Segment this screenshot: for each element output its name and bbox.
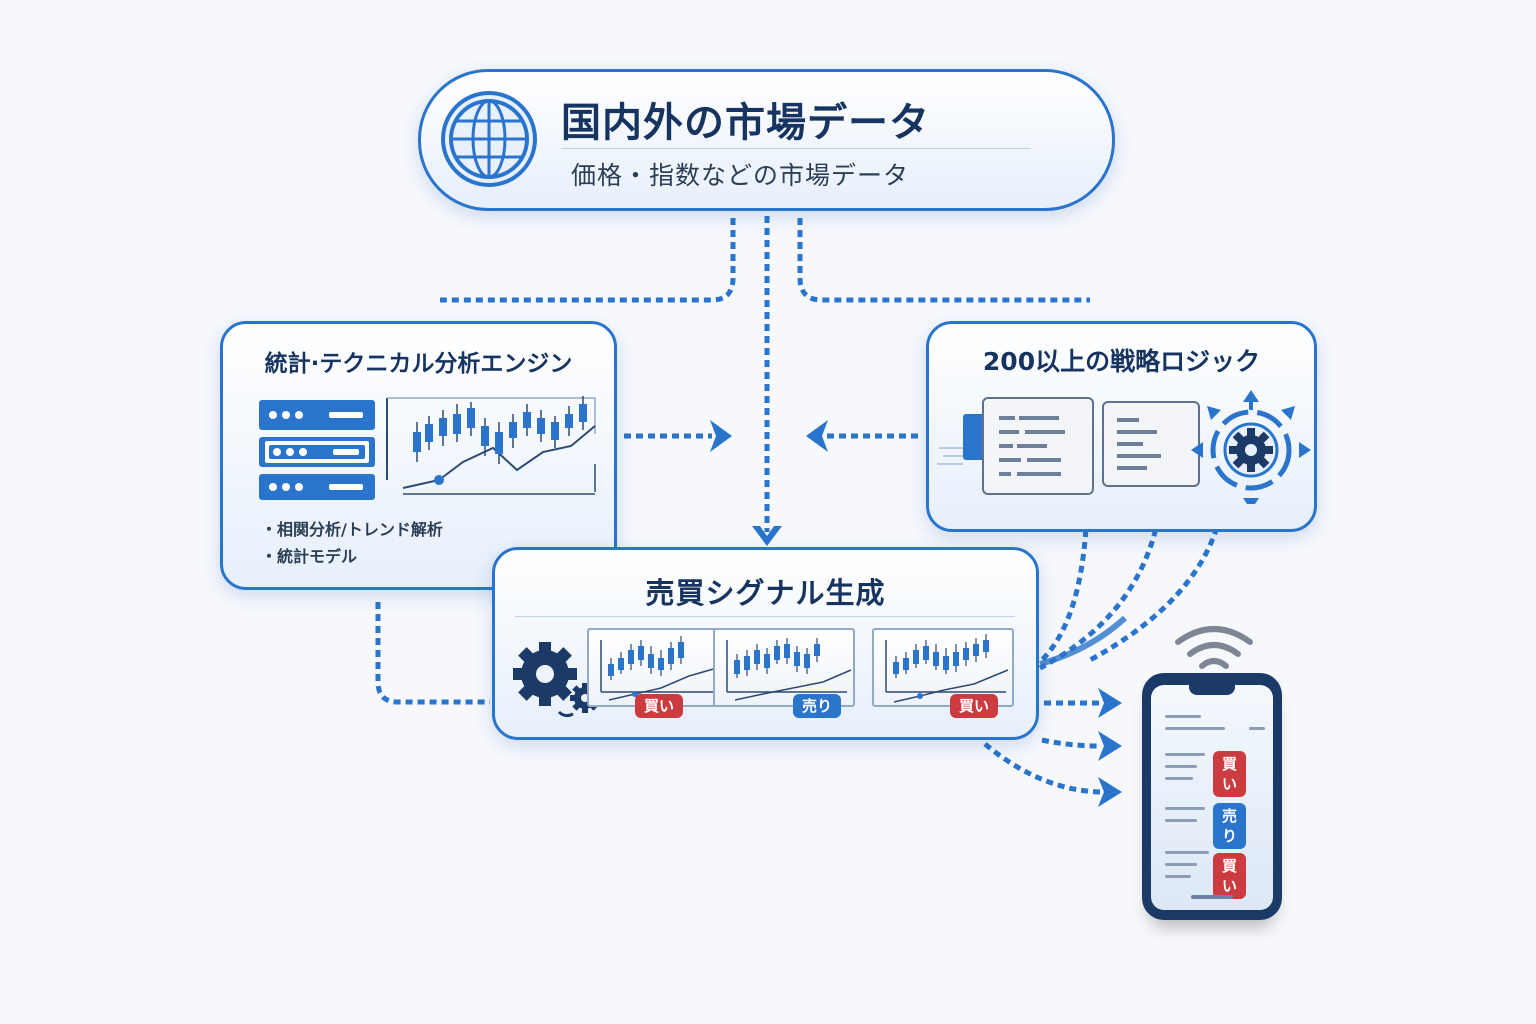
speed-lines [937,447,963,465]
sell-badge: 売り [793,694,842,718]
connector-strategy-to-signal-1 [1038,505,1090,664]
engine-bullet-list: ・相関分析/トレンド解析 ・統計モデル [261,516,443,570]
strategy-graphic [937,390,1311,504]
phone-screen: 買い 売り 買い [1151,685,1273,910]
strategy-title: 200以上の戦略ロジック [982,347,1261,376]
sell-badge: 売り [1213,803,1247,849]
signal-divider [515,616,1015,617]
phone-notch [1189,685,1235,695]
signal-chart-card: 買い [587,628,729,718]
market-data-box: 国内外の市場データ 価格・指数などの市場データ [418,69,1115,211]
arrowhead-engine [710,420,732,452]
globe-icon [441,91,537,187]
analysis-engine-box: 統計·テクニカル分析エンジン [220,321,617,590]
arrowhead-strategy [806,420,828,452]
candlestick-chart-icon [386,396,596,495]
market-subtitle: 価格・指数などの市場データ [571,161,910,190]
signal-chart-card: 売り [713,628,855,718]
smartphone-icon: 買い 売り 買い [1142,673,1282,920]
connector-market-left [440,218,736,303]
candlestick-chart-icon [885,634,1009,703]
phone-home-bar [1191,895,1233,899]
engine-bullet: ・統計モデル [261,547,358,566]
engine-bullet: ・相関分析/トレンド解析 [261,520,443,539]
server-icon [259,400,375,500]
arrowhead-phone-3 [1098,777,1122,807]
candlestick-chart-icon [726,638,852,701]
connector-strategy-to-signal-band [1039,615,1128,667]
connector-signal-to-phone-2 [1041,737,1101,749]
connector-signal-to-phone-3 [983,742,1101,795]
document-icon [1102,401,1200,487]
buy-badge: 買い [1213,751,1247,797]
gear-icon [1191,390,1311,504]
buy-badge: 買い [635,694,684,718]
wifi-icon [1175,626,1253,669]
market-title: 国内外の市場データ [561,100,930,146]
document-icon [982,397,1094,495]
arrowhead-phone-2 [1098,731,1122,761]
connector-strategy-to-signal-3 [1088,515,1223,663]
engine-title: 統計·テクニカル分析エンジン [264,351,573,377]
strategy-logic-box: 200以上の戦略ロジック [926,321,1317,532]
engine-graphic [259,396,596,500]
arrowhead-phone-1 [1098,688,1122,718]
connector-market-right [797,218,1090,303]
buy-badge: 買い [950,694,999,718]
market-divider [561,148,1031,149]
signal-title: 売買シグナル生成 [645,576,886,610]
connector-engine-to-signal [375,602,490,705]
signal-generation-box: 売買シグナル生成 [492,547,1039,740]
buy-badge: 買い [1213,853,1247,899]
document-tab [963,414,985,460]
signal-chart-card: 買い [872,628,1014,718]
arrowhead-down [752,526,782,546]
